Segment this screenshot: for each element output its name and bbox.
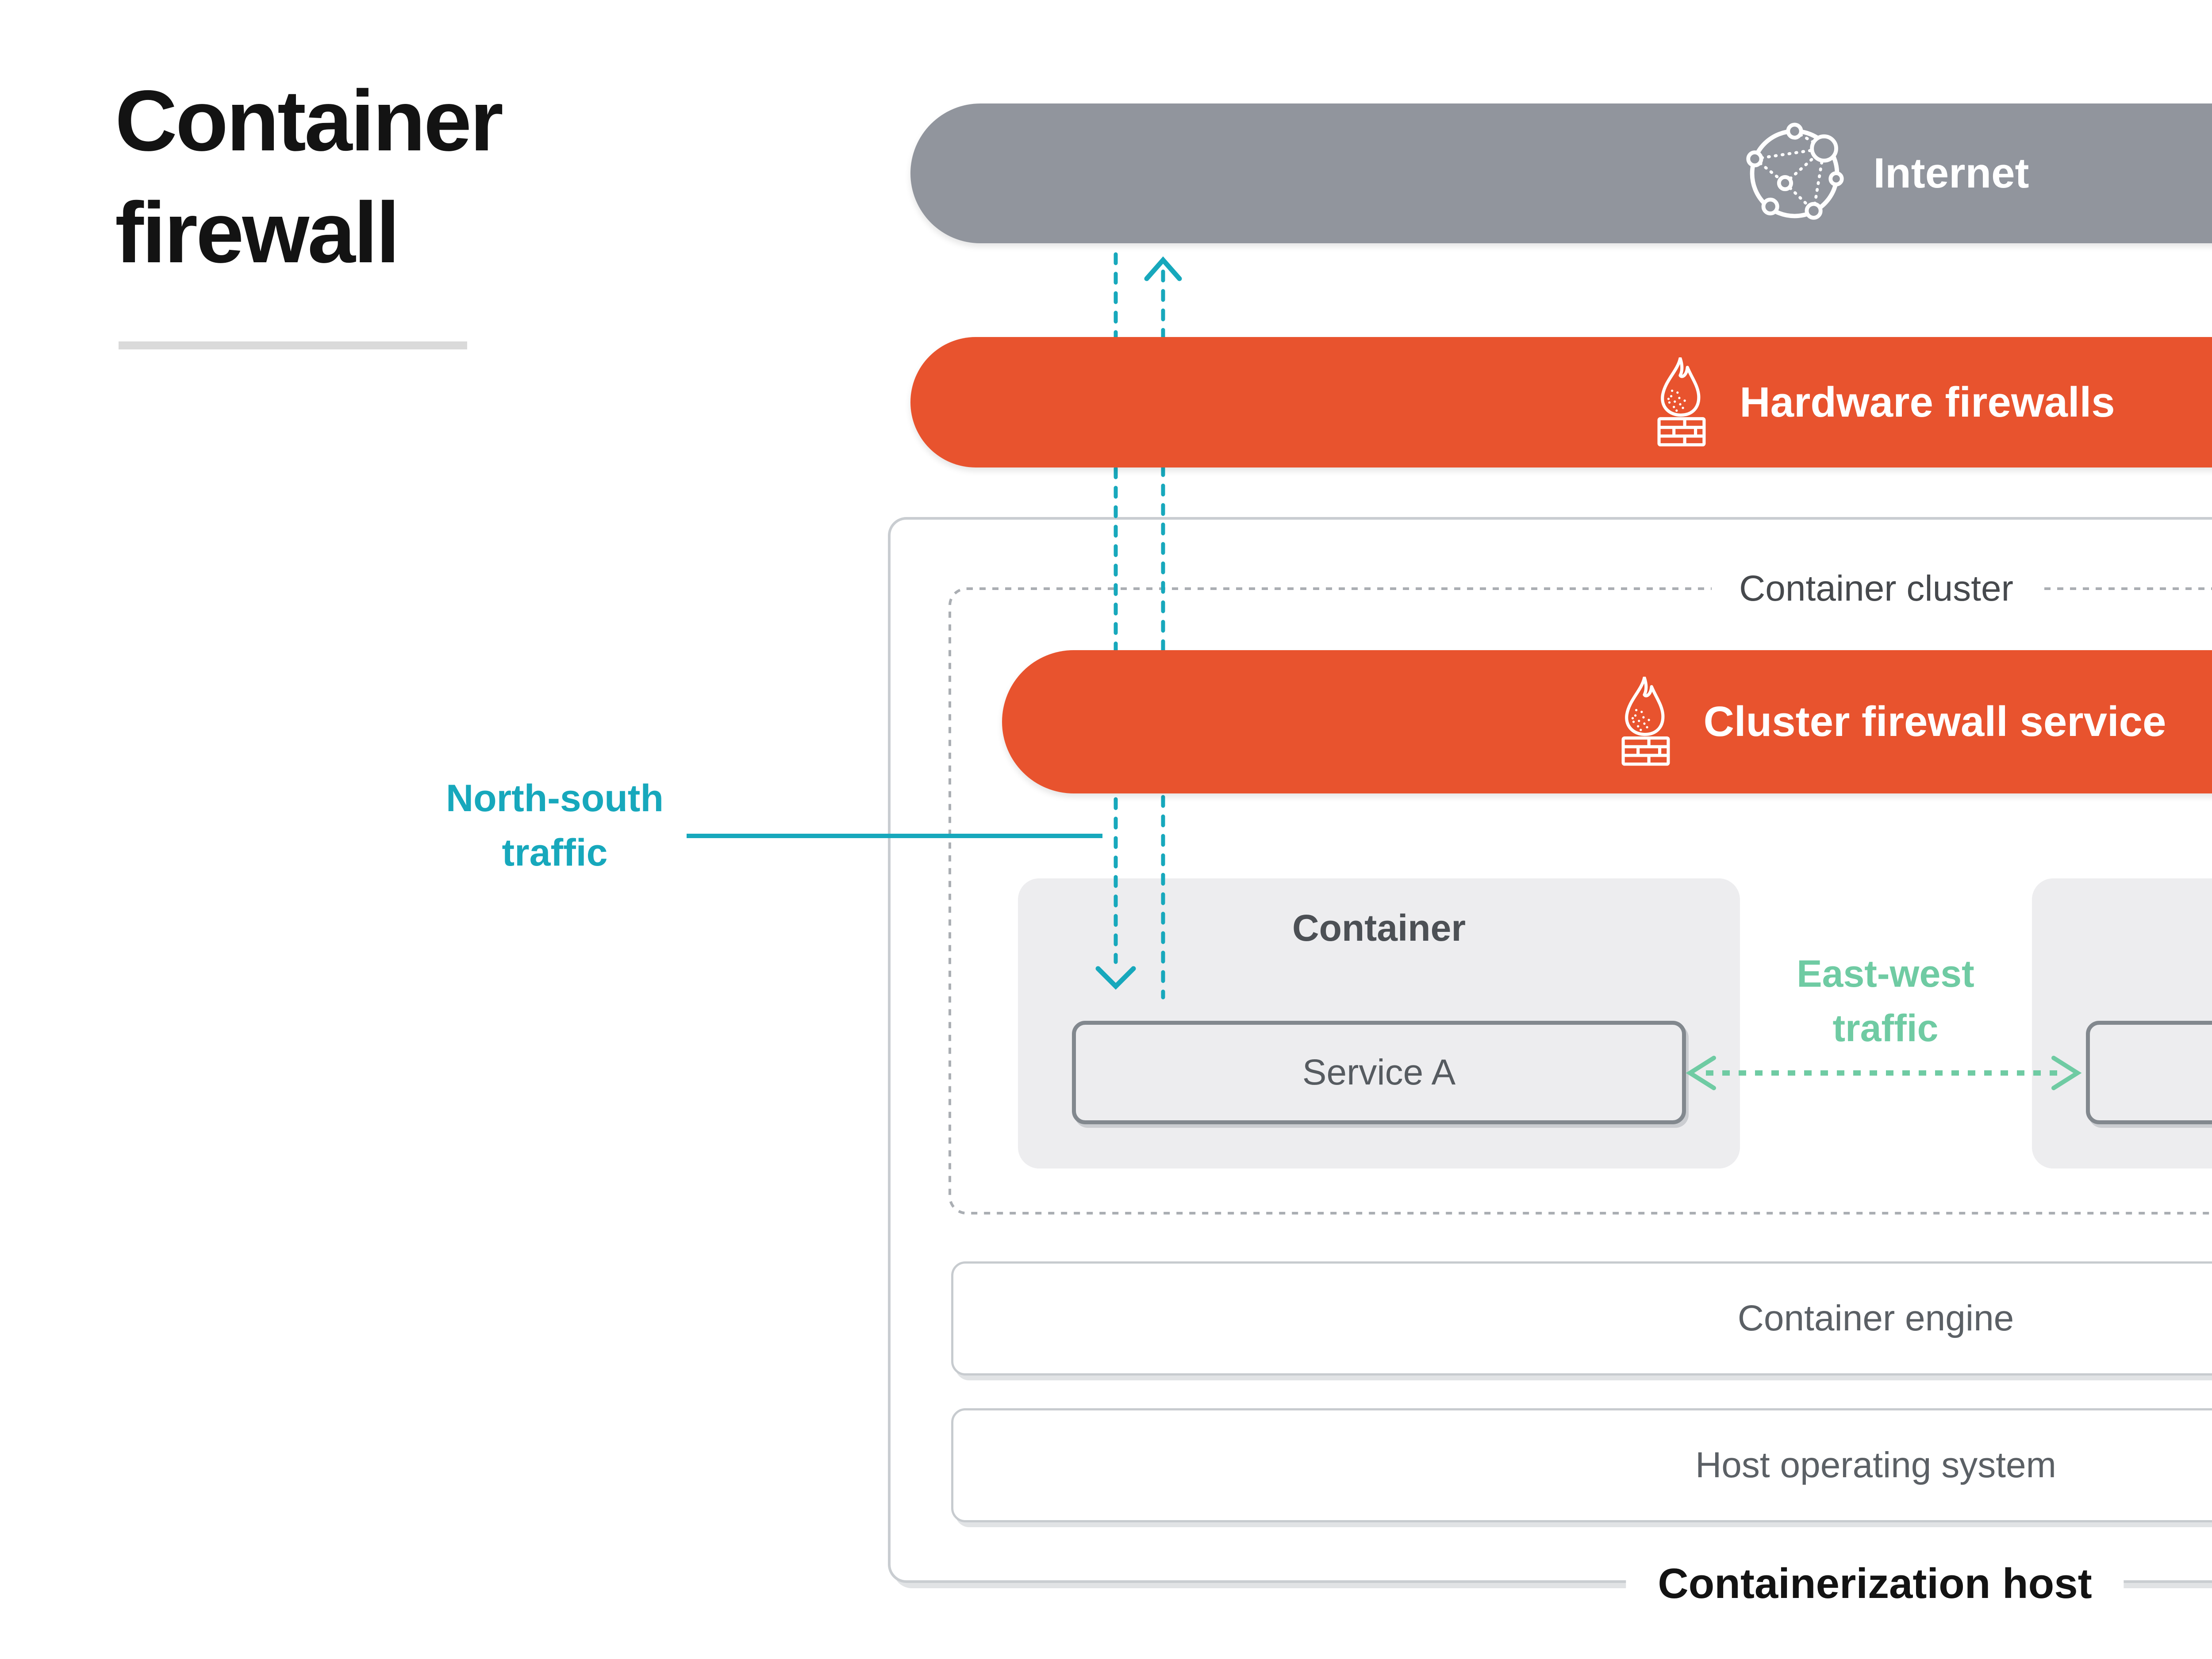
container-b-title: Container (2032, 907, 2212, 950)
north-south-traffic-line1: North-south (446, 777, 664, 820)
east-west-traffic-label: East-west traffic (1664, 947, 2107, 1056)
service-a-label: Service A (1302, 1052, 1456, 1092)
container-box-a: Container Service A (1018, 878, 1740, 1169)
title-divider (119, 341, 467, 349)
host-operating-system-label: Host operating system (1695, 1445, 2056, 1485)
internet-globe-icon (1746, 122, 1844, 220)
container-cluster-label: Container cluster (1712, 568, 2041, 609)
cluster-firewall-service-node: Cluster firewall service (1002, 650, 2212, 793)
container-a-title: Container (1292, 907, 1466, 949)
up-arrowhead (1144, 256, 1182, 281)
host-operating-system-box: Host operating system (951, 1408, 2212, 1522)
container-engine-box: Container engine (951, 1261, 2212, 1375)
east-west-traffic-line2: traffic (1832, 1007, 1939, 1050)
cluster-firewall-service-label: Cluster firewall service (1703, 698, 2166, 745)
hardware-firewalls-label: Hardware firewalls (1740, 378, 2115, 426)
north-south-traffic-label: North-south traffic (334, 771, 776, 880)
east-west-traffic-line1: East-west (1797, 953, 1974, 995)
container-engine-label: Container engine (1737, 1298, 2014, 1338)
page-title: Container firewall (115, 73, 503, 281)
north-south-traffic-line2: traffic (502, 831, 608, 874)
internet-label: Internet (1873, 149, 2029, 197)
containerization-host-label: Containerization host (1626, 1559, 2124, 1608)
firewall-flame-icon (1657, 357, 1706, 446)
service-a-box: Service A (1072, 1021, 1686, 1124)
hardware-firewalls-node: Hardware firewalls (910, 337, 2212, 467)
firewall-flame-icon (1621, 677, 1670, 766)
internet-node: Internet (910, 103, 2212, 243)
